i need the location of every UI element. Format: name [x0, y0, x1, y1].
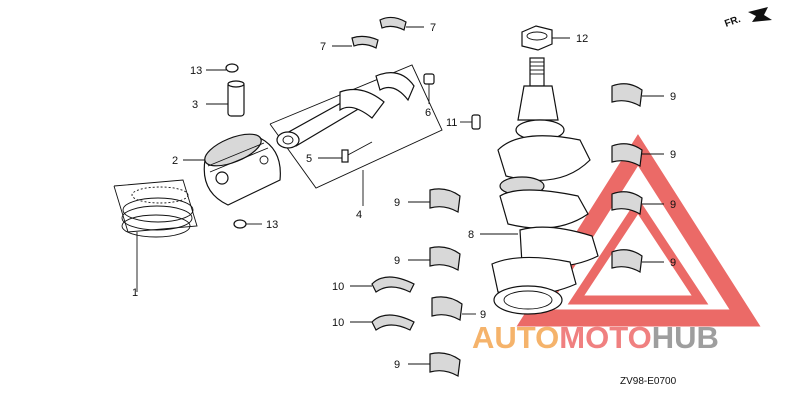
- crankshaft-nut: [521, 25, 570, 51]
- piston-pin: [206, 80, 245, 117]
- callout-13b: 13: [266, 219, 278, 231]
- arrow-icon: [748, 7, 772, 22]
- svg-text:AUTOMOTOHUB: AUTOMOTOHUB: [472, 320, 719, 355]
- callout-9g: 9: [480, 309, 486, 321]
- callout-11: 11: [446, 117, 457, 129]
- piston-pin-clip-lower: [233, 219, 262, 229]
- callout-3: 3: [192, 99, 198, 111]
- dowel-pin: [460, 114, 481, 130]
- thrust-washer-lower: [350, 314, 415, 331]
- main-bearing-left-2: [408, 246, 461, 271]
- piston-ring-set: [113, 179, 198, 292]
- diagram-code: ZV98-E0700: [620, 376, 677, 387]
- callout-10b: 10: [332, 317, 344, 329]
- watermark-logo: AUTOMOTOHUB: [472, 320, 719, 355]
- connecting-rod-assembly: [269, 64, 443, 206]
- main-bearing-right-1: [611, 83, 664, 107]
- callout-10a: 10: [332, 281, 344, 293]
- piston: [183, 133, 281, 206]
- triangle-inner: [567, 197, 709, 305]
- callout-7a: 7: [430, 22, 436, 34]
- watermark-text-hub: HUB: [652, 320, 719, 355]
- callout-7b: 7: [320, 41, 326, 53]
- callout-5: 5: [306, 153, 312, 165]
- ring-box: [113, 179, 198, 233]
- main-bearing-right-2: [611, 143, 664, 167]
- callout-1: 1: [132, 287, 138, 299]
- callout-8: 8: [468, 229, 474, 241]
- callout-9f: 9: [394, 255, 400, 267]
- callout-9b: 9: [670, 149, 676, 161]
- watermark-text-moto: MOTO: [559, 320, 651, 355]
- main-bearing-left-3: [431, 296, 476, 321]
- assembly-box: [269, 64, 443, 189]
- callout-12: 12: [576, 33, 588, 45]
- main-bearing-right-4: [611, 249, 664, 273]
- callout-9h: 9: [394, 359, 400, 371]
- rod-bearing-upper: [379, 16, 424, 31]
- callout-9d: 9: [670, 257, 676, 269]
- main-bearing-right-3: [611, 191, 664, 215]
- callout-9e: 9: [394, 197, 400, 209]
- callout-13a: 13: [190, 65, 202, 77]
- watermark-text-auto: AUTO: [472, 320, 559, 355]
- direction-label: FR.: [723, 14, 742, 30]
- callout-4: 4: [356, 209, 362, 221]
- callout-9c: 9: [670, 199, 676, 211]
- callout-2: 2: [172, 155, 178, 167]
- crankshaft: [480, 57, 599, 315]
- main-bearing-left-1: [408, 188, 461, 213]
- front-direction-indicator: FR.: [723, 7, 772, 30]
- rod-bearing-lower: [332, 35, 379, 49]
- piston-pin-clip-upper: [206, 63, 239, 73]
- main-bearing-left-4: [408, 352, 461, 377]
- thrust-washer-upper: [350, 276, 415, 293]
- callout-6: 6: [425, 107, 431, 119]
- callout-9a: 9: [670, 91, 676, 103]
